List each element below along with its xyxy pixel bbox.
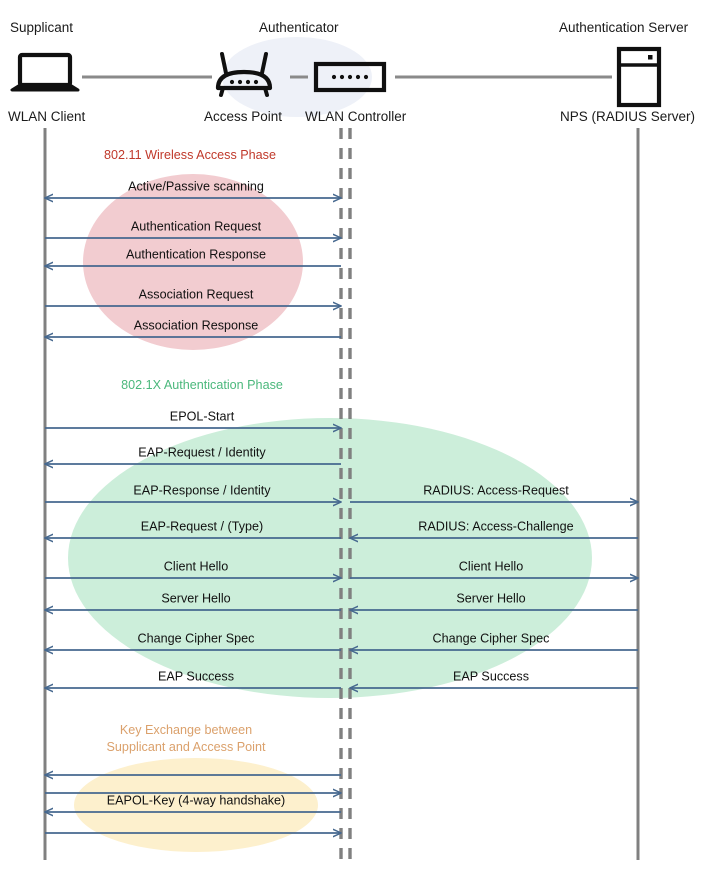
message-label: EPOL-Start — [169, 409, 235, 424]
access-point-icon — [215, 52, 273, 97]
message-label: Active/Passive scanning — [128, 179, 264, 194]
message-label: Association Request — [138, 287, 254, 302]
laptop-icon — [10, 52, 80, 92]
actor-device-wlan-client: WLAN Client — [8, 109, 86, 124]
phase-title-wireless-access: 802.11 Wireless Access Phase — [104, 148, 276, 162]
phase-title-key-exchange-line2: Supplicant and Access Point — [106, 740, 266, 755]
message-label: RADIUS: Access-Request — [423, 483, 569, 498]
server-icon — [616, 46, 662, 108]
message-label: Client Hello — [163, 559, 229, 574]
message-label: EAP-Request / (Type) — [140, 519, 264, 534]
message-label: EAP Success — [452, 669, 530, 684]
phase-title-dot1x-authentication: 802.1X Authentication Phase — [121, 378, 283, 392]
message-label: RADIUS: Access-Challenge — [418, 519, 574, 534]
message-label: EAP-Response / Identity — [133, 483, 271, 498]
message-label: Change Cipher Spec — [137, 631, 255, 646]
message-label: Client Hello — [458, 559, 524, 574]
phase-title-key-exchange: Key Exchange between Supplicant and Acce… — [107, 722, 266, 757]
actor-role-authenticator: Authenticator — [259, 20, 339, 35]
actor-device-wlan-controller: WLAN Controller — [305, 109, 407, 124]
actor-role-authentication-server: Authentication Server — [559, 20, 689, 35]
message-label: EAPOL-Key (4-way handshake) — [106, 793, 286, 808]
phase-ellipse-key-exchange — [74, 758, 318, 852]
message-label: Change Cipher Spec — [432, 631, 550, 646]
message-label: EAP-Request / Identity — [138, 445, 266, 460]
message-label: Authentication Response — [125, 247, 267, 262]
lifeline-group — [43, 128, 640, 860]
actor-device-access-point: Access Point — [204, 109, 283, 124]
message-label: Association Response — [133, 318, 259, 333]
wlan-controller-icon — [313, 61, 387, 93]
message-label: Server Hello — [456, 591, 526, 606]
message-arrow-layer — [45, 198, 638, 833]
message-label: EAP Success — [157, 669, 235, 684]
phase-ellipse-dot1x-authentication — [68, 418, 592, 698]
message-label: Authentication Request — [130, 219, 262, 234]
actor-device-nps-radius-server: NPS (RADIUS Server) — [560, 109, 696, 124]
message-label: Server Hello — [161, 591, 231, 606]
phase-title-key-exchange-line1: Key Exchange between — [119, 723, 253, 737]
actor-role-supplicant: Supplicant — [10, 20, 74, 35]
